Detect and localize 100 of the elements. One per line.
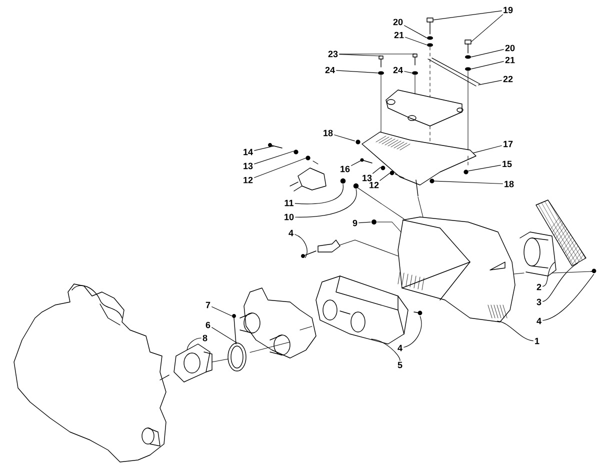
washer <box>465 55 471 59</box>
leader-line <box>471 61 504 70</box>
washer <box>427 43 433 47</box>
leader-line <box>372 166 381 174</box>
callout-number: 12 <box>370 182 379 188</box>
assembly-line <box>552 271 592 274</box>
callout-number: 21 <box>394 32 404 38</box>
nut <box>430 178 434 184</box>
callout-number: 13 <box>362 174 372 182</box>
bolt-drawing <box>412 54 418 66</box>
assembly-line <box>212 358 228 362</box>
callout-number: 20 <box>505 44 515 52</box>
assembly-line <box>418 196 424 218</box>
callout-number: 22 <box>503 76 513 82</box>
strap-drawing <box>428 58 480 86</box>
washer <box>378 71 384 75</box>
bolt-drawing <box>426 18 434 34</box>
callout-number: 3 <box>536 298 542 306</box>
leader-line <box>434 180 503 184</box>
leader-line <box>186 338 202 350</box>
bolt-bracket-drawing <box>301 240 340 258</box>
leader-line <box>295 189 357 218</box>
callout-number: 14 <box>244 148 253 156</box>
callout-number: 5 <box>398 362 402 368</box>
leader-line <box>336 70 378 74</box>
nut <box>464 170 468 174</box>
leader-line <box>254 158 306 178</box>
callout-number: 2 <box>536 284 542 290</box>
bolt-drawing <box>414 310 422 316</box>
bolt-drawing <box>464 40 472 54</box>
nut <box>356 140 360 144</box>
bolt-drawing <box>590 268 596 274</box>
callout-number: 9 <box>352 220 358 226</box>
airbox-drawing <box>398 216 516 322</box>
leader-line <box>254 146 274 151</box>
callout-number: 11 <box>284 200 294 206</box>
nut <box>380 166 386 170</box>
callout-number: 13 <box>244 162 253 170</box>
lid-drawing <box>386 90 464 126</box>
callout-number: 23 <box>328 50 338 58</box>
assembly-line <box>358 188 404 220</box>
washer <box>427 36 433 40</box>
leader-line <box>478 80 502 86</box>
nut <box>294 150 298 154</box>
leader-line <box>471 14 504 42</box>
filter-tube-drawing <box>520 232 556 276</box>
screen-drawing <box>536 200 586 266</box>
washer <box>412 71 418 75</box>
leader-line <box>380 172 390 181</box>
callout-number: 4 <box>398 344 402 352</box>
leader-line <box>433 10 502 20</box>
assembly-line <box>414 74 416 94</box>
adapter-drawing <box>316 276 408 344</box>
callout-number: 16 <box>340 166 350 172</box>
leader-line <box>404 25 427 38</box>
nut <box>372 220 376 224</box>
callout-number: 4 <box>536 318 542 324</box>
leader-line <box>405 36 427 46</box>
bolt-drawing <box>268 143 282 148</box>
clamp-drawing <box>228 342 246 372</box>
assembly-line <box>380 74 382 132</box>
leader-line <box>212 327 237 344</box>
callout-number: 20 <box>393 18 403 26</box>
callout-number: 4 <box>288 230 294 236</box>
leader-line <box>254 150 294 164</box>
leader-line <box>351 160 362 166</box>
bolt-drawing <box>232 314 236 344</box>
leader-line <box>473 145 502 154</box>
callout-number: 1 <box>535 338 540 344</box>
leader-line <box>542 262 555 287</box>
leader-line <box>468 164 501 172</box>
callout-number: 24 <box>393 66 403 74</box>
leader-line <box>404 316 422 348</box>
nut <box>306 156 310 160</box>
callout-number: 18 <box>504 180 514 188</box>
leader-line <box>334 134 355 142</box>
nut <box>353 183 359 189</box>
callout-number: 21 <box>505 56 515 64</box>
leader-line <box>212 306 232 316</box>
callout-number: 19 <box>504 6 513 14</box>
leader-line <box>404 71 412 74</box>
leader-line <box>542 274 594 321</box>
leader-line <box>294 184 344 204</box>
callout-number: 12 <box>244 176 253 184</box>
leader-line <box>371 338 400 361</box>
leader-line <box>358 222 371 224</box>
assembly-line <box>514 272 524 274</box>
leader-line <box>497 320 534 342</box>
leader-line <box>471 49 504 58</box>
callout-number: 6 <box>206 322 210 328</box>
flange-drawing <box>174 344 212 382</box>
bolt-drawing <box>360 158 372 164</box>
callout-number: 18 <box>324 130 333 136</box>
leader-line <box>542 262 578 302</box>
callout-number: 15 <box>502 160 512 168</box>
nut <box>390 170 394 176</box>
callout-number: 7 <box>206 302 210 308</box>
callout-number: 10 <box>284 214 294 220</box>
callout-number: 24 <box>325 66 335 74</box>
leader-line <box>294 234 308 258</box>
